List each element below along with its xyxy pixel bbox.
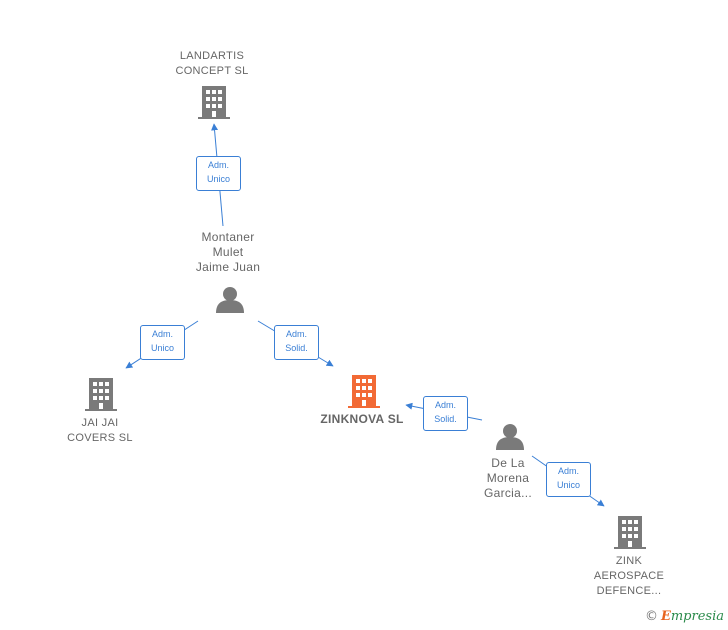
label-line: COVERS SL xyxy=(67,432,133,444)
label-line: JAI JAI xyxy=(81,417,119,429)
building-icon[interactable] xyxy=(618,516,642,548)
relation-line: Adm. xyxy=(434,400,456,410)
label-line: DEFENCE... xyxy=(596,585,662,597)
relation-line: Adm. xyxy=(151,329,173,339)
person-icon[interactable] xyxy=(216,287,244,313)
relation-line: Unico xyxy=(150,343,174,353)
label-line: Montaner xyxy=(201,230,255,244)
relation-badge[interactable]: Adm. Unico xyxy=(196,156,241,191)
label-line: ZINK xyxy=(615,555,643,567)
relation-line: Adm. xyxy=(207,160,229,170)
node-delamorena-label[interactable]: De La Morena Garcia... xyxy=(448,456,568,501)
relation-badge[interactable]: Adm. Unico xyxy=(140,325,185,360)
node-landartis-label[interactable]: LANDARTIS CONCEPT SL xyxy=(152,49,272,79)
building-icon[interactable] xyxy=(202,86,226,118)
relation-line: Unico xyxy=(206,174,230,184)
relation-line: Adm. xyxy=(557,466,579,476)
label-line: LANDARTIS xyxy=(179,50,245,62)
label-line: ZINKNOVA SL xyxy=(320,412,404,426)
label-line: AEROSPACE xyxy=(593,570,665,582)
node-zinknova-label[interactable]: ZINKNOVA SL xyxy=(302,412,422,427)
brand-rest: mpresia xyxy=(670,609,724,624)
brand-initial: E xyxy=(660,609,671,624)
label-line: Mulet xyxy=(212,245,244,259)
label-line: De La xyxy=(491,456,525,470)
node-zinkaero-label[interactable]: ZINK AEROSPACE DEFENCE... xyxy=(569,554,689,599)
relation-line: Adm. xyxy=(285,329,307,339)
label-line: Jaime Juan xyxy=(195,260,261,274)
label-line: Morena xyxy=(486,471,530,485)
empresia-logo: ©Empresia xyxy=(645,609,724,624)
relation-line: Solid. xyxy=(434,414,457,424)
relation-line: Solid. xyxy=(285,343,308,353)
relation-badge[interactable]: Adm. Solid. xyxy=(274,325,319,360)
relation-badge[interactable]: Adm. Solid. xyxy=(423,396,468,431)
building-base xyxy=(198,117,230,119)
building-base xyxy=(85,409,117,411)
building-base xyxy=(614,547,646,549)
node-montaner-label[interactable]: Montaner Mulet Jaime Juan xyxy=(168,230,288,275)
building-icon[interactable] xyxy=(89,378,113,410)
relation-line: Unico xyxy=(556,480,580,490)
copyright-symbol: © xyxy=(644,609,658,624)
node-jaijai-label[interactable]: JAI JAI COVERS SL xyxy=(40,416,160,446)
building-base xyxy=(348,406,380,408)
relation-badge[interactable]: Adm. Unico xyxy=(546,462,591,497)
label-line: CONCEPT SL xyxy=(175,65,249,77)
building-icon-focus[interactable] xyxy=(352,375,376,407)
person-icon[interactable] xyxy=(496,424,524,450)
label-line: Garcia... xyxy=(483,486,533,500)
